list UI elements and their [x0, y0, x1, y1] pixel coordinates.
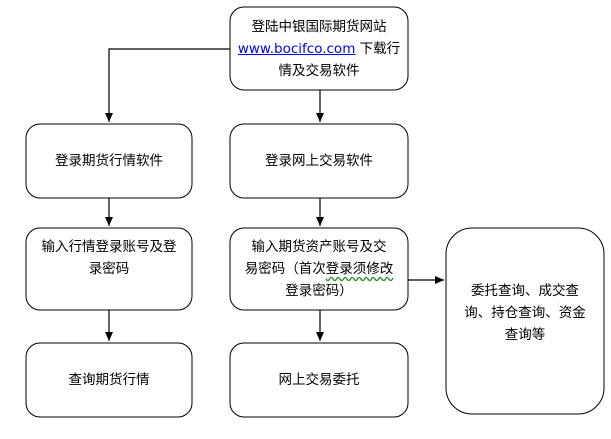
- trade-account-line3: 登录密码）: [285, 283, 353, 299]
- download-line3: 情及交易软件: [278, 62, 360, 79]
- trade-account-line2a: 易密码（首次: [244, 261, 326, 277]
- services-line1: 委托查询、成交查: [471, 283, 579, 299]
- quote-login-label: 登录期货行情软件: [55, 153, 163, 169]
- connector-download-branch: [105, 48, 230, 122]
- node-services: 委托查询、成交查 询、持仓查询、资金 查询等: [446, 228, 604, 414]
- download-line2-suffix: 下载行: [355, 40, 401, 57]
- node-trade-account: 输入期货资产账号及交 易密码（首次登录须修改 登录密码）: [230, 228, 408, 310]
- trade-account-line2b: 登录须修改: [325, 261, 394, 277]
- box-trade-login: [229, 123, 409, 199]
- quote-account-line1: 输入行情登录账号及登: [41, 239, 177, 255]
- trade-account-line1: 输入期货资产账号及交: [251, 239, 387, 255]
- download-line1: 登陆中银国际期货网站: [251, 18, 387, 35]
- services-line2: 询、持仓查询、资金: [464, 305, 586, 321]
- node-trade-order: 网上交易委托: [230, 343, 408, 417]
- box-quote-query: [25, 342, 193, 418]
- box-trade-order: [229, 342, 409, 418]
- trade-order-label: 网上交易委托: [278, 372, 360, 388]
- node-quote-query: 查询期货行情: [26, 343, 192, 417]
- node-quote-login: 登录期货行情软件: [26, 124, 192, 198]
- node-trade-login: 登录网上交易软件: [230, 124, 408, 198]
- quote-account-line2: 录密码: [88, 261, 130, 277]
- services-line3: 查询等: [504, 327, 546, 343]
- node-download: 登陆中银国际期货网站 www.bocifco.com 下载行 情及交易软件: [230, 7, 408, 90]
- website-link[interactable]: www.bocifco.com: [237, 40, 356, 57]
- trade-login-label: 登录网上交易软件: [265, 153, 373, 169]
- box-trade-account: [229, 227, 409, 311]
- quote-query-label: 查询期货行情: [68, 372, 150, 388]
- box-services: [445, 227, 605, 415]
- node-quote-account: 输入行情登录账号及登 录密码: [26, 228, 192, 310]
